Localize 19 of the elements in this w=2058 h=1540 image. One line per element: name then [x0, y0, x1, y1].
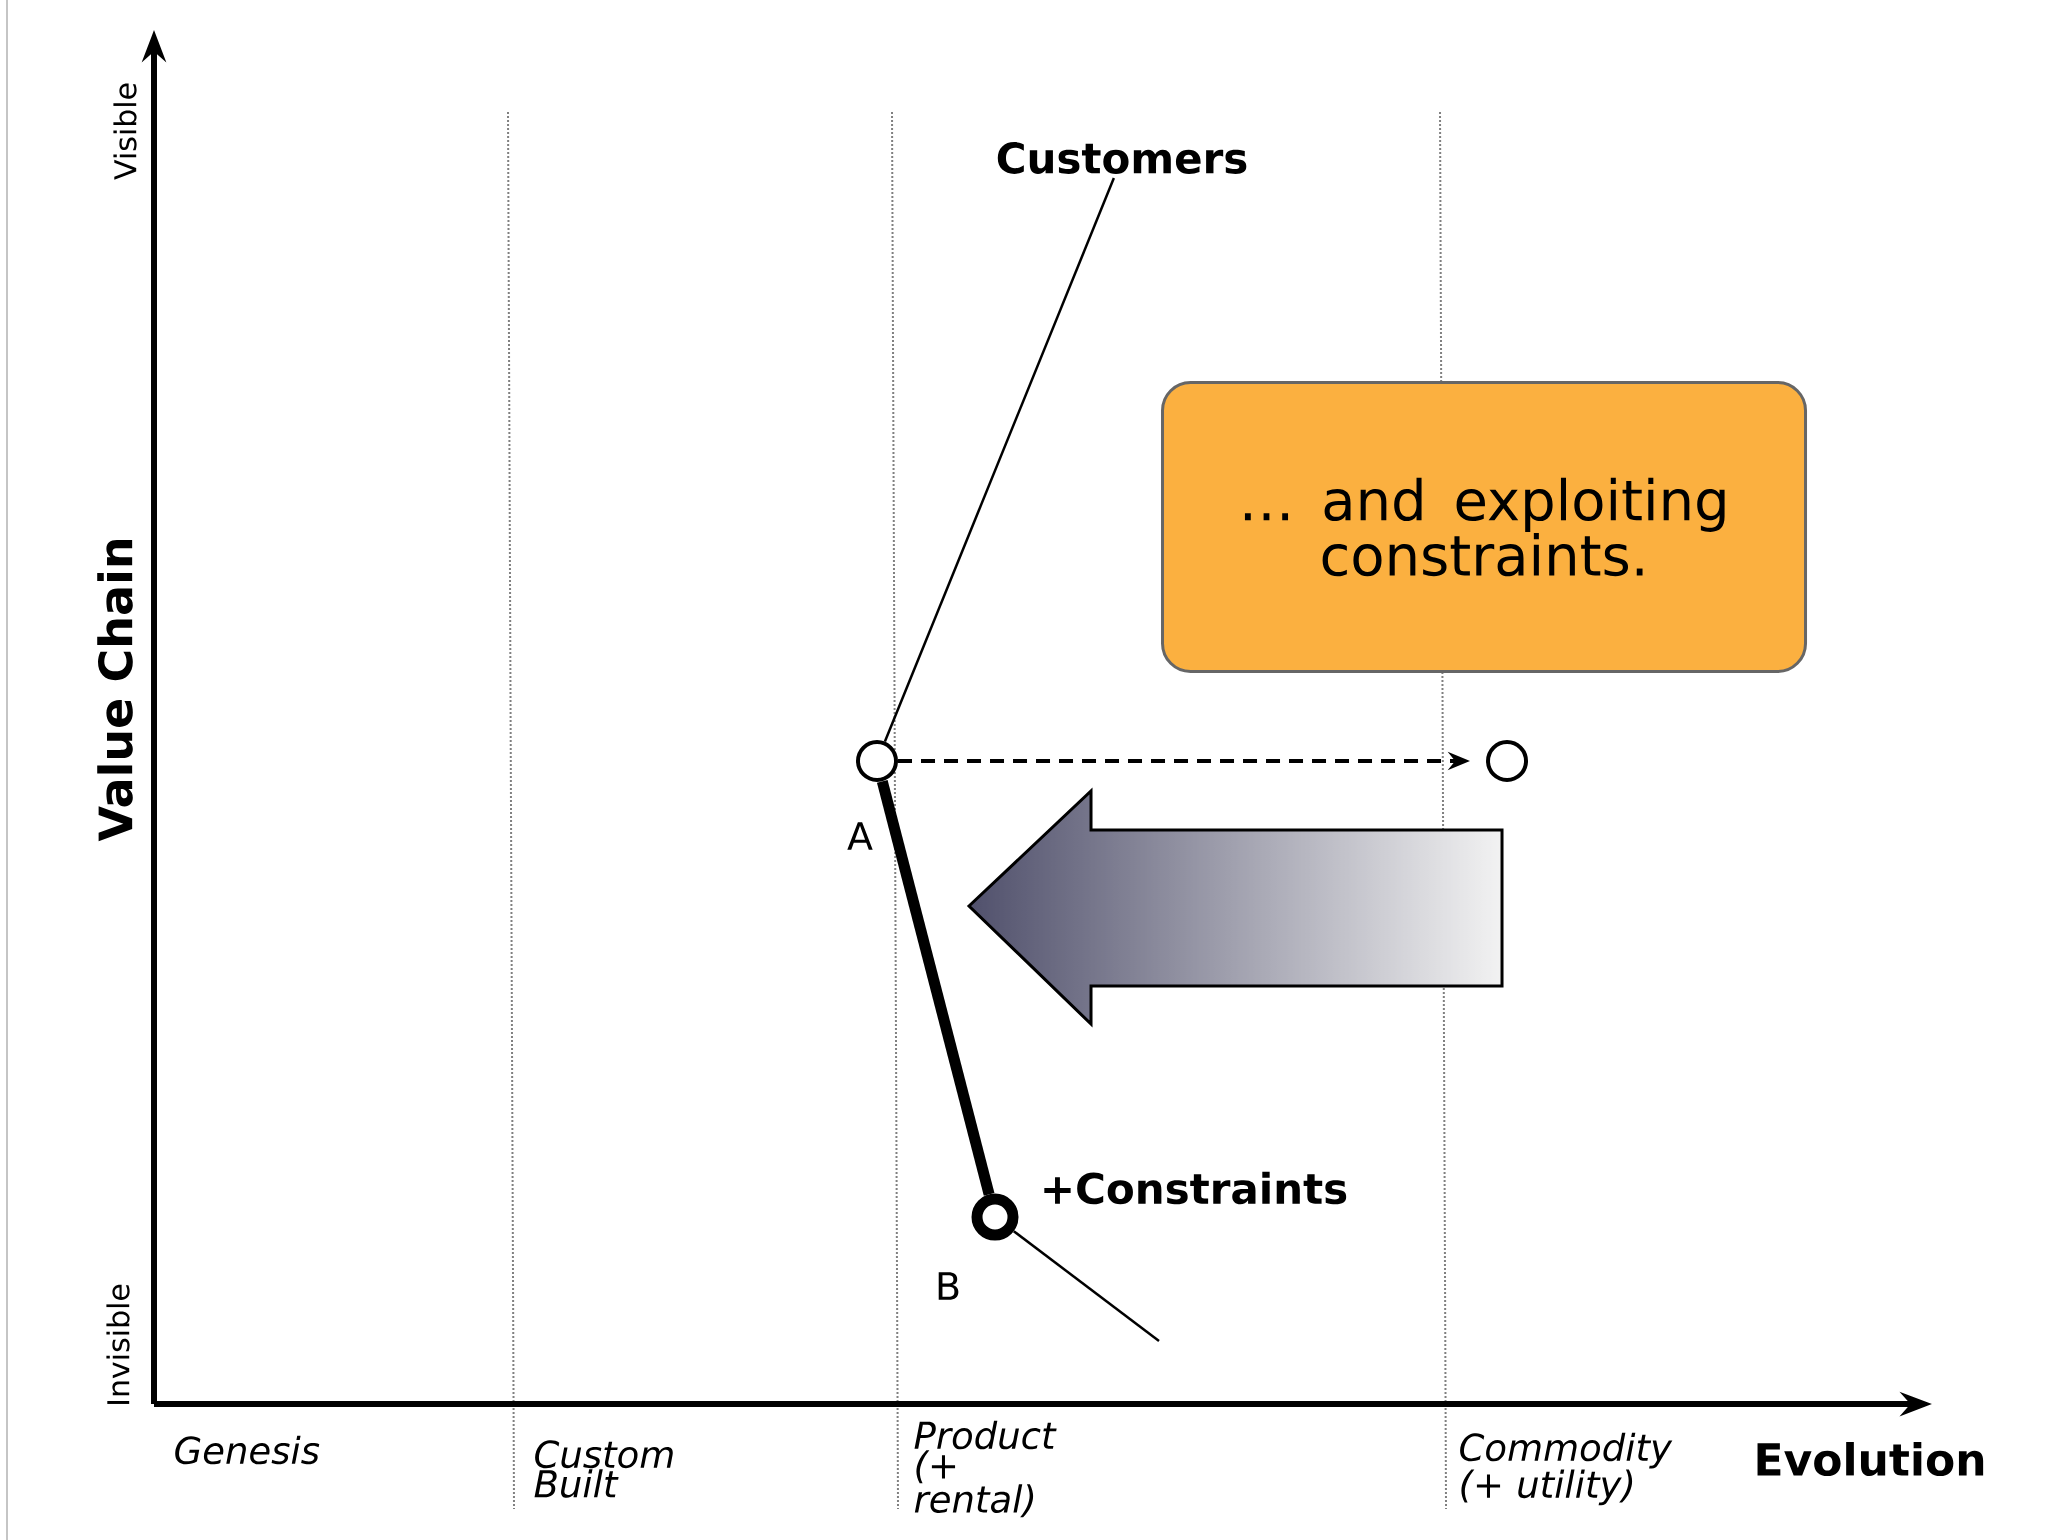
callout-box: … and exploiting constraints.: [1161, 381, 1807, 673]
circle-marker: [1486, 740, 1528, 782]
axis-title: Evolution: [1757, 1442, 1984, 1477]
stage-label: Genesis: [175, 1435, 320, 1465]
point-label: +Constraints: [1044, 1171, 1347, 1205]
axis-title: Value Chain: [97, 540, 133, 842]
connector-line: [1013, 1230, 1160, 1342]
node-label: Customers: [997, 142, 1247, 174]
stage-label: Custom Built: [534, 1440, 673, 1498]
point-label: A: [847, 822, 873, 850]
circle-marker: [971, 1193, 1019, 1241]
axis-label: Visible: [113, 83, 137, 180]
stage-label: Commodity (+ utility): [1460, 1432, 1673, 1506]
stage-label: Product (+ rental): [914, 1420, 1057, 1518]
axis-label: Invisible: [106, 1284, 130, 1404]
connector-line: [876, 779, 995, 1196]
point-label: B: [938, 1272, 959, 1300]
circle-marker: [856, 740, 898, 782]
connector-line: [883, 177, 1116, 743]
